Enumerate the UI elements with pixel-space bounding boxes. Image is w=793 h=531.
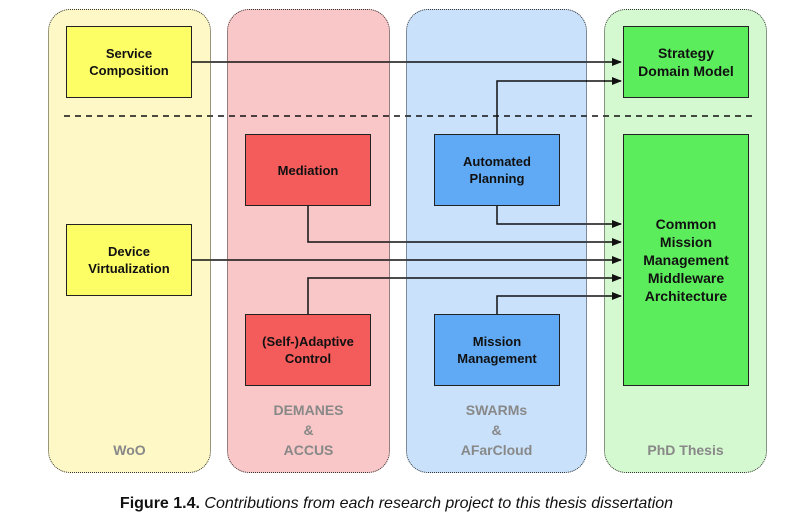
- arrow-automated-planning-to-strategy: [496, 77, 622, 134]
- mission-management-label: Mission Management: [457, 334, 537, 366]
- lane-demanes-accus: DEMANES & ACCUS: [227, 9, 390, 473]
- lane-label-phd-thesis: PhD Thesis: [647, 442, 724, 458]
- arrow-mediation-to-middleware: [307, 206, 622, 246]
- figure-caption: Figure 1.4. Contributions from each rese…: [0, 495, 793, 513]
- caption-text: Contributions from each research project…: [204, 495, 674, 512]
- arrow-mission-management-to-middleware: [496, 292, 622, 314]
- caption-number: Figure 1.4.: [119, 495, 200, 512]
- mediation-label: Mediation: [277, 162, 339, 178]
- lane-label-woo: WoO: [113, 442, 146, 458]
- automated-planning-box: Automated Planning: [434, 134, 560, 206]
- lane-label-demanes-accus: DEMANES & ACCUS: [273, 402, 344, 458]
- mission-management-box: Mission Management: [434, 314, 560, 386]
- service-composition-box: Service Composition: [66, 26, 192, 98]
- self-adaptive-control-label: (Self-)Adaptive Control: [262, 334, 354, 366]
- arrow-automated-planning-to-middleware: [496, 206, 622, 228]
- common-mission-management-middleware-label: Common Mission Management Middleware Arc…: [643, 216, 729, 304]
- lane-label-swarms-afarcloud: SWARMs & AFarCloud: [460, 402, 533, 458]
- automated-planning-label: Automated Planning: [463, 154, 531, 186]
- service-composition-label: Service Composition: [89, 46, 169, 78]
- strategy-domain-model-label: Strategy Domain Model: [638, 45, 734, 79]
- common-mission-management-middleware-box: Common Mission Management Middleware Arc…: [623, 134, 749, 386]
- device-virtualization-label: Device Virtualization: [88, 244, 170, 276]
- arrow-self-adaptive-control-to-middleware: [307, 274, 622, 314]
- self-adaptive-control-box: (Self-)Adaptive Control: [245, 314, 371, 386]
- strategy-domain-model-box: Strategy Domain Model: [623, 26, 749, 98]
- device-virtualization-box: Device Virtualization: [66, 224, 192, 296]
- mediation-box: Mediation: [245, 134, 371, 206]
